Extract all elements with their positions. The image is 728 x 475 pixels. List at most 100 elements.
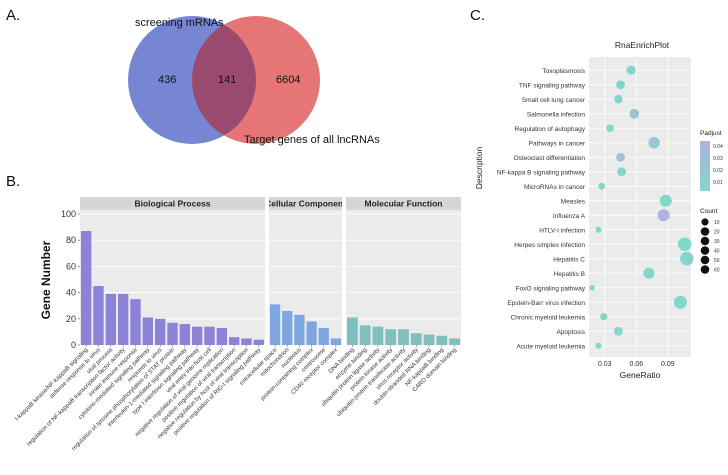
dot-x-tick-label: 0.06 [630, 361, 644, 368]
bar [318, 327, 329, 345]
count-legend-dot [700, 265, 710, 274]
dot-point [595, 342, 602, 349]
bar [204, 326, 215, 345]
dot-term-label: HTLV-I infection [539, 227, 585, 234]
dot-term-label: Regulation of autophagy [515, 126, 586, 133]
dot-plot-points [589, 65, 694, 349]
bar-y-tick-label: 80 [66, 235, 76, 245]
dot-term-label: Hepatitis C [553, 256, 585, 263]
dot-term-label: Osteoclast differentiation [514, 155, 586, 162]
count-legend-dot [700, 236, 710, 246]
bar-y-tick-label: 60 [66, 261, 76, 271]
bar [423, 334, 435, 345]
bar-category-label: I-kappaB kinase/NF-kappaB signaling [14, 347, 89, 422]
dot-term-label: Apoptosis [556, 329, 585, 336]
dot-term-label: TNF signaling pathway [519, 82, 586, 89]
bar-y-tick-label: 100 [61, 209, 76, 219]
dot-plot-panel [589, 57, 691, 357]
bar [306, 321, 317, 345]
dot-point [616, 80, 625, 90]
bar-y-axis-label: Gene Number [39, 240, 53, 319]
count-legend-dot [700, 255, 710, 265]
dot-point [659, 194, 672, 207]
dot-point [680, 251, 694, 266]
bar-facet-title: Cellular Component [265, 199, 346, 209]
bar [269, 304, 281, 345]
bar-facet-title: Biological Process [134, 199, 210, 209]
dot-point [606, 124, 614, 133]
dot-term-label: FoxO signaling pathway [516, 285, 586, 292]
dot-point [616, 152, 625, 162]
bar [372, 326, 384, 345]
dot-point [595, 226, 602, 233]
count-legend-label: 40 [714, 249, 720, 255]
dot-term-label: Small cell lung cancer [522, 97, 586, 104]
bar [216, 327, 228, 345]
dot-term-label: Acute myeloid leukemia [516, 343, 585, 350]
padjust-colorbar [700, 141, 710, 191]
bar-y-tick-label: 20 [66, 314, 76, 324]
bar-facet-title: Molecular Function [365, 199, 443, 209]
bar [294, 314, 305, 345]
bar [347, 317, 358, 345]
dot-term-label: Herpes simplex infection [514, 242, 585, 249]
bar-facet-panel [346, 210, 461, 345]
dot-term-label: Measles [561, 198, 586, 205]
bar [179, 324, 191, 345]
dot-plot-title: RnaEnrichPlot [615, 40, 670, 50]
bar [359, 325, 371, 345]
dot-point [673, 295, 687, 309]
dot-point [614, 326, 623, 336]
bar-facet-panel [269, 210, 342, 345]
bar [130, 299, 141, 345]
dot-term-label: Epstein-Barr virus infection [507, 300, 585, 307]
padjust-legend-title: Padjust [700, 130, 722, 137]
padjust-tick-label: 0.01 [713, 180, 723, 186]
bar [241, 338, 252, 345]
dot-point [617, 167, 626, 177]
bar [436, 335, 448, 345]
bar [154, 318, 166, 345]
dot-plot-x-label: GeneRatio [620, 370, 661, 380]
bar [410, 333, 422, 345]
bar [228, 337, 240, 345]
bar-facet-header [80, 197, 265, 210]
bar [142, 317, 154, 345]
count-legend-dot [701, 218, 709, 226]
bar [117, 293, 129, 345]
bar [282, 310, 293, 345]
panel-label-c: C. [470, 7, 485, 24]
dot-plot-grid [589, 57, 691, 357]
count-legend-dot [700, 246, 710, 255]
dot-plot-y-label: Description [474, 146, 484, 189]
dot-term-label: Hepatitis B [554, 271, 585, 278]
count-legend-title: Count [700, 208, 718, 215]
padjust-legend: Padjust 0.040.030.020.01 [700, 130, 723, 191]
dot-x-tick-label: 0.03 [598, 361, 612, 368]
bar-y-tick-label: 0 [71, 340, 76, 350]
venn-intersection-count: 141 [218, 74, 236, 86]
dot-point [598, 182, 605, 190]
venn-set-left-label: screening mRNAs [135, 17, 224, 29]
count-legend-label: 20 [714, 230, 720, 236]
dot-point [643, 267, 655, 279]
dot-point [677, 237, 692, 252]
dot-point [626, 65, 636, 75]
panel-label-a: A. [6, 7, 20, 24]
bar [80, 231, 92, 345]
panel-label-b: B. [6, 173, 20, 190]
venn-left-only-count: 436 [158, 74, 176, 86]
bar [191, 326, 203, 345]
dot-point [614, 95, 623, 104]
count-legend-label: 50 [714, 258, 720, 264]
venn-right-only-count: 6604 [276, 74, 300, 86]
count-legend-label: 30 [714, 239, 720, 245]
